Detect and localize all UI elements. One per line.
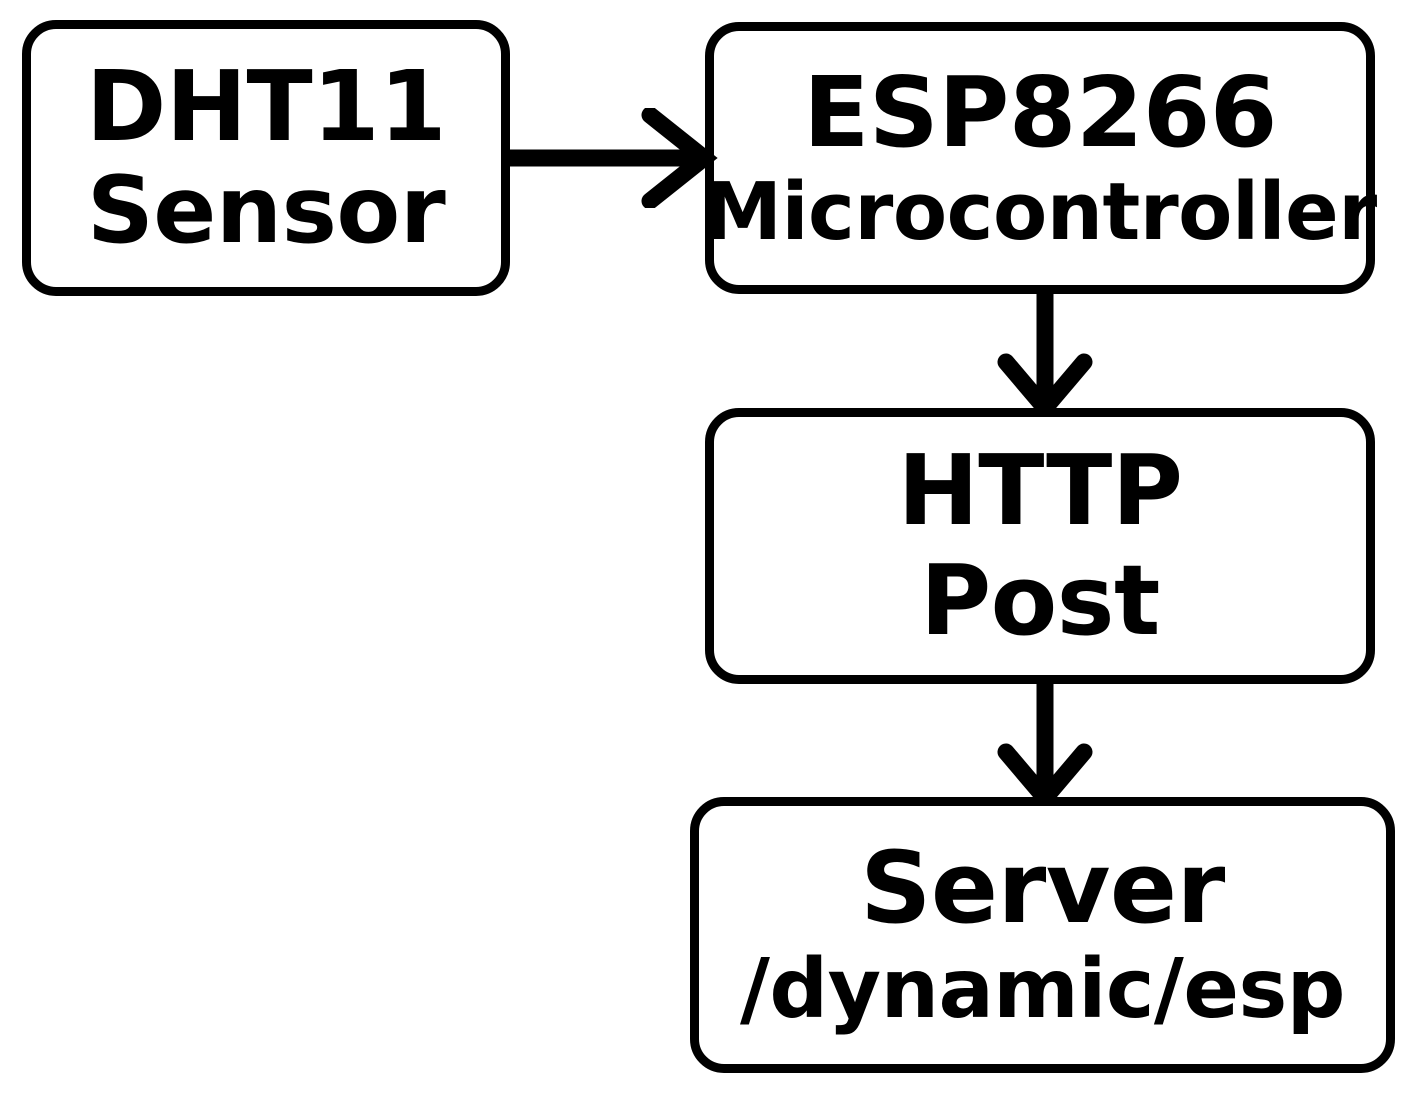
node-server[interactable]: Server /dynamic/esp [690,797,1395,1073]
edge-dht11-to-esp8266 [506,108,718,208]
arrowhead-right-icon [641,108,718,208]
node-http-post-secondary-label: Post [920,544,1160,657]
node-http-post[interactable]: HTTP Post [705,408,1375,684]
edge-http-to-server [997,676,1093,806]
edge-esp8266-to-http [997,288,1093,416]
node-esp8266-secondary-label: Microcontroller [703,166,1377,259]
node-esp8266-microcontroller[interactable]: ESP8266 Microcontroller [703,22,1377,294]
node-dht11-sensor[interactable]: DHT11 Sensor [22,20,510,296]
node-http-post-primary-label: HTTP [897,434,1183,548]
arrowhead-down-icon [997,353,1093,416]
node-esp8266-primary-label: ESP8266 [803,55,1277,169]
node-dht11-sensor-secondary-label: Sensor [86,156,446,265]
arrowhead-down-icon [997,743,1093,806]
node-server-primary-label: Server [860,830,1225,946]
node-server-secondary-label: /dynamic/esp [739,941,1346,1037]
node-dht11-sensor-primary-label: DHT11 [85,50,447,164]
